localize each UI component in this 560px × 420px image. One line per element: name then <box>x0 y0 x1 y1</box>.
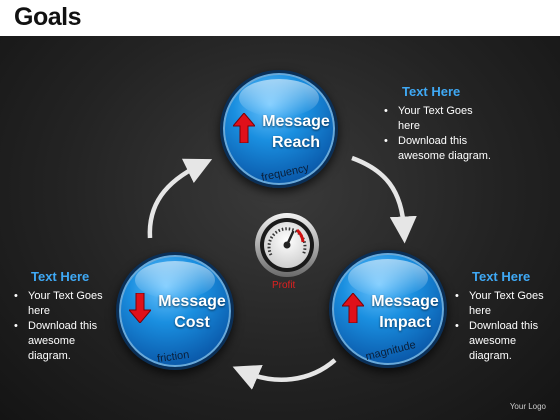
list-item: Download this awesome diagram. <box>452 319 554 364</box>
arrow-cost-to-reach <box>147 158 213 239</box>
text-block-right-bullets: Your Text Goes here Download this awesom… <box>381 104 491 164</box>
impact-sub-label: magnitude <box>364 338 418 364</box>
logo: Your Logo <box>509 402 546 411</box>
impact-line1: Message <box>371 293 439 310</box>
text-block-right-title: Text Here <box>402 84 461 99</box>
gauge-label: Profit <box>272 280 296 291</box>
text-block-left-bullets: Your Text Goes here Download this awesom… <box>11 289 111 364</box>
circle-cost-label: Message Cost <box>152 291 232 333</box>
list-item: Your Text Goes here <box>11 289 111 319</box>
circle-impact-label: Message Impact <box>365 291 445 333</box>
circle-message-cost: Message Cost friction <box>116 252 234 370</box>
circle-message-reach: Message Reach frequency <box>220 70 338 188</box>
cost-sub-label: friction <box>156 348 191 366</box>
arrow-impact-to-cost <box>232 358 337 390</box>
reach-sub-label: frequency <box>260 162 311 184</box>
reach-line2: Reach <box>271 134 321 151</box>
down-arrow-icon <box>129 293 151 323</box>
list-item: Your Text Goes here <box>381 104 491 134</box>
header-bar: Goals <box>0 0 560 36</box>
text-block-bottom-right-title: Text Here <box>472 269 531 284</box>
up-arrow-icon <box>342 293 364 323</box>
list-item: Your Text Goes here <box>452 289 554 319</box>
circle-reach-label: Message Reach <box>256 111 336 153</box>
cost-line1: Message <box>158 293 226 310</box>
page-title: Goals <box>14 3 81 31</box>
list-item: Download this awesome diagram. <box>381 134 491 164</box>
impact-line2: Impact <box>379 314 431 331</box>
circle-message-impact: Message Impact magnitude <box>329 250 447 368</box>
up-arrow-icon <box>233 113 255 143</box>
list-item: Download this awesome diagram. <box>11 319 111 364</box>
speedometer-icon <box>255 213 319 277</box>
text-block-bottom-right-bullets: Your Text Goes here Download this awesom… <box>452 289 554 364</box>
arrow-reach-to-impact <box>351 155 417 244</box>
reach-line1: Message <box>262 113 330 130</box>
text-block-left-title: Text Here <box>31 269 90 284</box>
cost-line2: Cost <box>174 314 210 331</box>
